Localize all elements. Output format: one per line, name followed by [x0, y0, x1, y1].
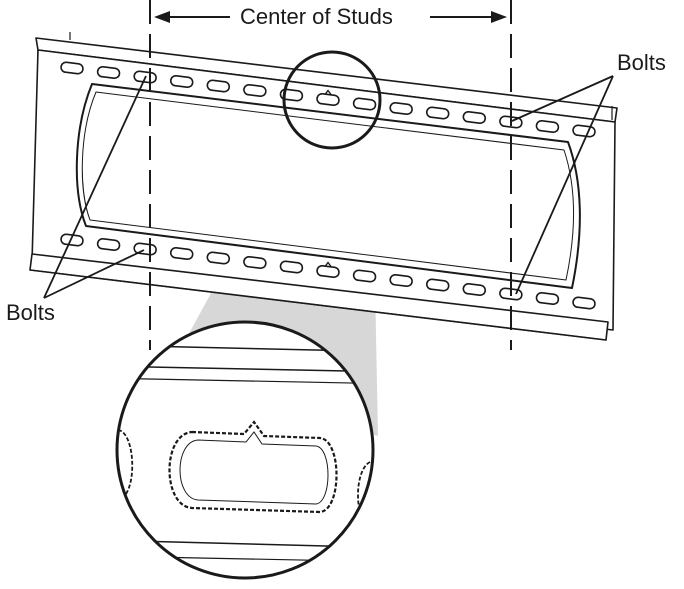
- slot-notch: [324, 261, 332, 267]
- mounting-slot: [206, 79, 231, 93]
- leader-right-top: [511, 75, 614, 122]
- bolts-label-left: Bolts: [6, 300, 55, 325]
- mounting-slot: [206, 251, 231, 265]
- plate-cutout: [75, 83, 581, 289]
- mounting-slot: [316, 264, 340, 279]
- detail-callout-circle: [282, 50, 382, 150]
- leader-left-bottom: [43, 249, 145, 299]
- bolt-leaders: [43, 75, 614, 299]
- center-of-studs-label: Center of Studs: [236, 6, 397, 28]
- mounting-slot: [169, 246, 194, 261]
- mounting-slot: [425, 106, 450, 120]
- mounting-slot: [60, 61, 84, 75]
- bolts-label-right: Bolts: [617, 50, 666, 75]
- mounting-slot: [425, 278, 450, 292]
- mounting-slot: [535, 291, 560, 306]
- mounting-slot: [572, 296, 596, 310]
- mounting-slot: [572, 124, 596, 138]
- mounting-slot: [243, 83, 267, 98]
- mounting-slot: [316, 92, 340, 107]
- mounting-slot: [169, 74, 194, 89]
- wall-plate: [29, 32, 618, 341]
- mounting-slot: [389, 273, 413, 288]
- mounting-slot: [389, 101, 413, 116]
- arrow-right-icon: [491, 11, 507, 23]
- mounting-slot: [462, 282, 487, 297]
- mounting-slot: [96, 237, 121, 252]
- arrow-left-icon: [154, 11, 170, 23]
- leader-right-bottom: [515, 75, 614, 295]
- mounting-slot: [96, 65, 121, 80]
- leader-left-top: [43, 75, 147, 299]
- mounting-slot: [352, 97, 377, 111]
- mounting-slot: [535, 119, 560, 134]
- slot-row-top: [60, 61, 596, 138]
- mounting-slot: [352, 269, 377, 283]
- slot-notch: [324, 89, 332, 95]
- mounting-slot: [462, 110, 487, 125]
- mounting-slot: [243, 255, 267, 270]
- mounting-slot: [279, 260, 304, 274]
- center-of-studs-dimension: [154, 11, 507, 23]
